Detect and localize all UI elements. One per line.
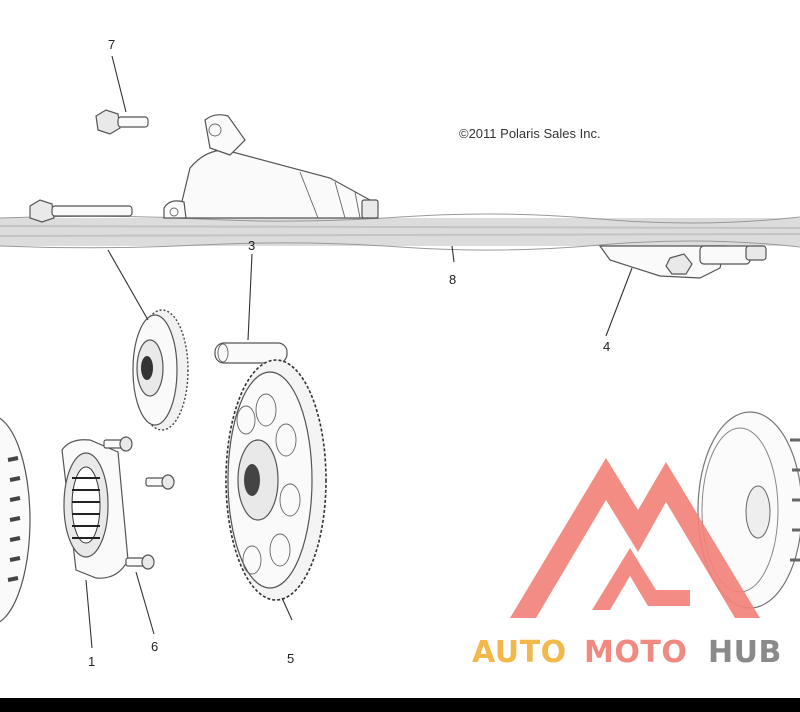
starter-clutch: [61, 439, 129, 579]
idler-gear: [132, 309, 189, 431]
callout-6: 6: [151, 639, 158, 654]
watermark-text: AUTO MOTO HUB: [472, 635, 782, 670]
bottom-bar: [0, 698, 800, 712]
copyright-text: ©2011 Polaris Sales Inc.: [459, 126, 601, 141]
leader-lines: [85, 55, 633, 649]
watermark-logo: [510, 458, 760, 618]
drive-gear: [225, 359, 327, 601]
break-band: [0, 213, 800, 251]
watermark-hub: HUB: [708, 635, 782, 670]
flywheel-left: [0, 417, 31, 623]
callout-3: 3: [248, 238, 255, 253]
callout-1: 1: [88, 654, 95, 669]
callout-4: 4: [603, 339, 610, 354]
callout-8: 8: [449, 272, 456, 287]
clutch-bolts: [103, 436, 175, 570]
flange-bolt-7: [95, 109, 149, 135]
long-bolt-8: [29, 199, 133, 223]
callout-7: 7: [108, 37, 115, 52]
watermark-moto: MOTO: [584, 635, 687, 670]
dowel-pin: [214, 342, 288, 364]
watermark-auto: AUTO: [472, 635, 567, 670]
starter-motor: [163, 114, 767, 279]
callout-5: 5: [287, 651, 294, 666]
